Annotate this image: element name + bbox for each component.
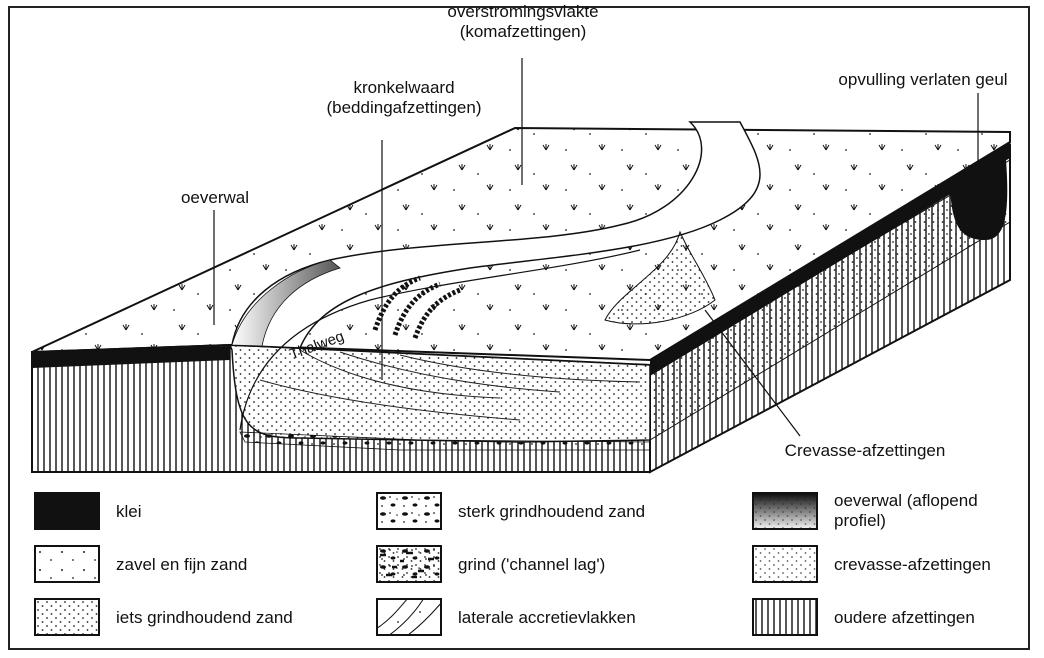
swatch-zavel: [34, 545, 100, 583]
swatch-oudere: [752, 598, 818, 636]
legend-text: klei: [116, 502, 142, 522]
swatch-crevasse: [752, 545, 818, 583]
legend-text: crevasse-afzettingen: [834, 555, 991, 575]
label-beddingafzettingen: (beddingafzettingen): [316, 98, 492, 118]
label-oeverwal: oeverwal: [168, 188, 262, 208]
legend-text: laterale accretievlakken: [458, 608, 636, 628]
legend-text: iets grindhoudend zand: [116, 608, 293, 628]
legend-text: oudere afzettingen: [834, 608, 975, 628]
swatch-iets-grindhoudend: [34, 598, 100, 636]
swatch-grind: [376, 545, 442, 583]
legend-text: oeverwal (aflopend: [834, 491, 978, 511]
label-kronkelwaard: kronkelwaard: [316, 78, 492, 98]
label-overstromingsvlakte: overstromingsvlakte: [442, 2, 604, 22]
legend-text-line2: profiel): [834, 511, 886, 531]
legend-text: sterk grindhoudend zand: [458, 502, 645, 522]
swatch-sterk-grindhoudend: [376, 492, 442, 530]
label-komafzettingen: (komafzettingen): [442, 22, 604, 42]
swatch-oeverwal: [752, 492, 818, 530]
swatch-laterale: [376, 598, 442, 636]
swatch-klei: [34, 492, 100, 530]
legend-text: grind ('channel lag'): [458, 555, 605, 575]
label-opvulling: opvulling verlaten geul: [818, 70, 1028, 90]
label-crevasse: Crevasse-afzettingen: [760, 441, 970, 461]
legend-text: zavel en fijn zand: [116, 555, 247, 575]
